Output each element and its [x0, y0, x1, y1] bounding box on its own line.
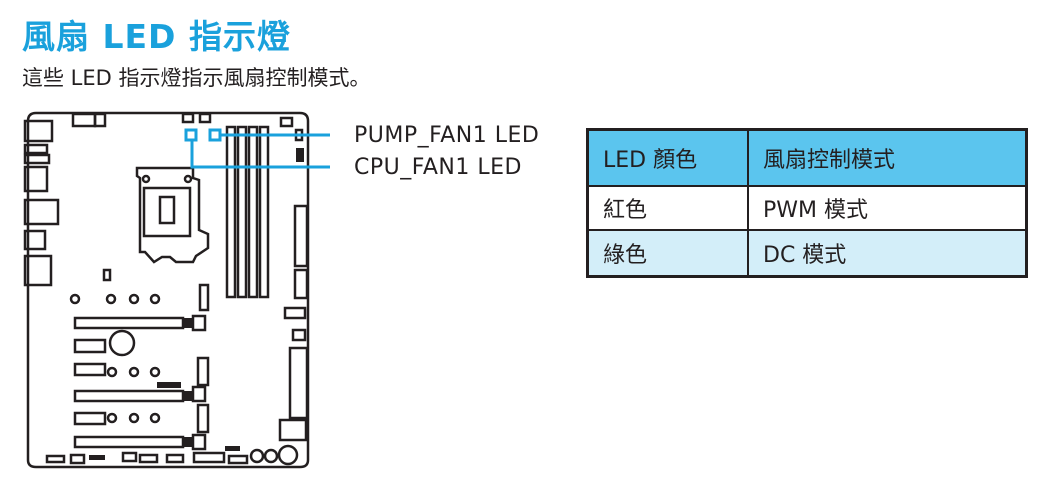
table-row: 紅色 PWM 模式	[586, 185, 1028, 231]
cpu-callout-line	[190, 140, 330, 169]
atx-connector	[293, 204, 309, 268]
pump-fan1-led-label: PUMP_FAN1 LED	[354, 123, 540, 148]
sata-stack	[288, 346, 309, 420]
cpu-fan1-led	[184, 128, 198, 142]
cpu-die	[158, 195, 176, 225]
dimm-slot	[247, 125, 259, 299]
page-subtitle: 這些 LED 指示燈指示風扇控制模式。	[22, 66, 371, 90]
header	[71, 112, 97, 128]
m2-slot	[73, 362, 107, 377]
header-led-color: LED 顏色	[586, 128, 749, 187]
m2-slot	[198, 283, 210, 312]
header	[293, 268, 309, 300]
header	[196, 403, 210, 434]
led-color-cell: 綠色	[586, 229, 749, 278]
component	[102, 268, 112, 282]
pcie-slot	[73, 389, 185, 403]
header	[181, 112, 195, 124]
page-title: 風扇 LED 指示燈	[22, 17, 291, 56]
table-header-row: LED 顏色 風扇控制模式	[586, 128, 1028, 187]
sata	[291, 328, 307, 342]
fan-mode-cell: PWM 模式	[747, 185, 1028, 231]
fan-mode-cell: DC 模式	[747, 229, 1028, 278]
cmos-battery	[108, 329, 136, 357]
pcie-latch	[191, 314, 207, 332]
cpu-socket-inner	[142, 186, 192, 238]
pcie-slot	[73, 316, 185, 330]
header	[278, 418, 308, 442]
header-fan-mode: 風扇控制模式	[747, 128, 1028, 187]
io-port	[23, 165, 49, 193]
pcie-latch	[191, 385, 207, 403]
io-port	[23, 229, 47, 251]
led-color-cell: 紅色	[586, 185, 749, 231]
dimm-slot	[236, 125, 248, 299]
cpu-fan1-led-label: CPU_FAN1 LED	[354, 155, 522, 180]
pcie-latch	[191, 433, 207, 451]
dimm-slot	[225, 125, 237, 299]
board-outline	[26, 111, 310, 469]
pcie-slot	[73, 435, 185, 449]
pump-fan1-led	[208, 128, 222, 142]
io-port	[23, 119, 54, 143]
led-mode-table: LED 顏色 風扇控制模式 紅色 PWM 模式 綠色 DC 模式	[586, 128, 1028, 278]
m2-slot	[73, 411, 107, 426]
dimm-slot	[258, 125, 270, 299]
cpu-socket	[135, 166, 210, 264]
header	[198, 112, 212, 124]
header	[196, 356, 210, 387]
m2-slot	[73, 338, 107, 354]
io-audio	[23, 254, 53, 287]
header	[93, 112, 107, 128]
header	[279, 116, 294, 128]
table-row: 綠色 DC 模式	[586, 229, 1028, 278]
motherboard-diagram	[23, 111, 330, 469]
io-port	[23, 143, 49, 155]
io-port	[23, 153, 51, 165]
sata	[283, 306, 307, 320]
io-port	[23, 198, 60, 226]
